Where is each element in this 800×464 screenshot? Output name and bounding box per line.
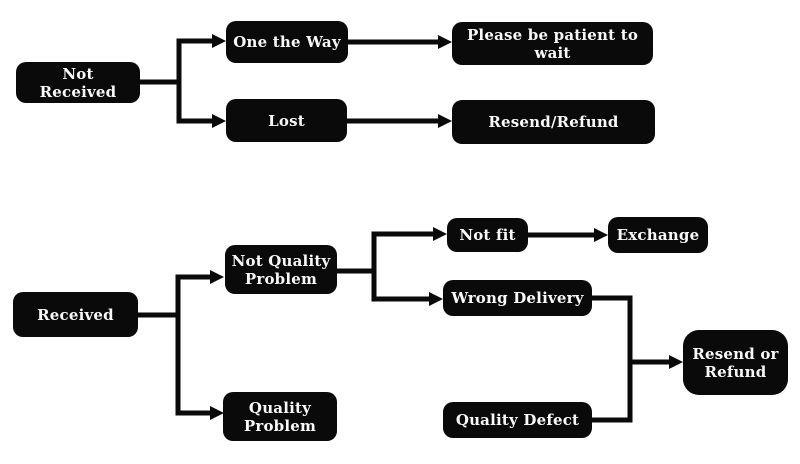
node-lost: Lost — [226, 99, 347, 142]
node-please-be-patient: Please be patient to wait — [452, 22, 653, 65]
node-one-the-way: One the Way — [226, 21, 348, 63]
node-resend-or-refund: Resend or Refund — [683, 330, 788, 395]
node-wrong-delivery: Wrong Delivery — [443, 280, 592, 316]
node-quality-defect: Quality Defect — [443, 402, 592, 438]
node-quality-problem: Quality Problem — [223, 392, 337, 441]
node-not-fit: Not fit — [447, 218, 528, 252]
node-received: Received — [13, 292, 138, 337]
node-not-quality-problem: Not Quality Problem — [225, 245, 337, 294]
node-exchange: Exchange — [608, 217, 708, 253]
node-resend-refund: Resend/Refund — [452, 100, 655, 144]
node-not-received: Not Received — [16, 62, 140, 103]
